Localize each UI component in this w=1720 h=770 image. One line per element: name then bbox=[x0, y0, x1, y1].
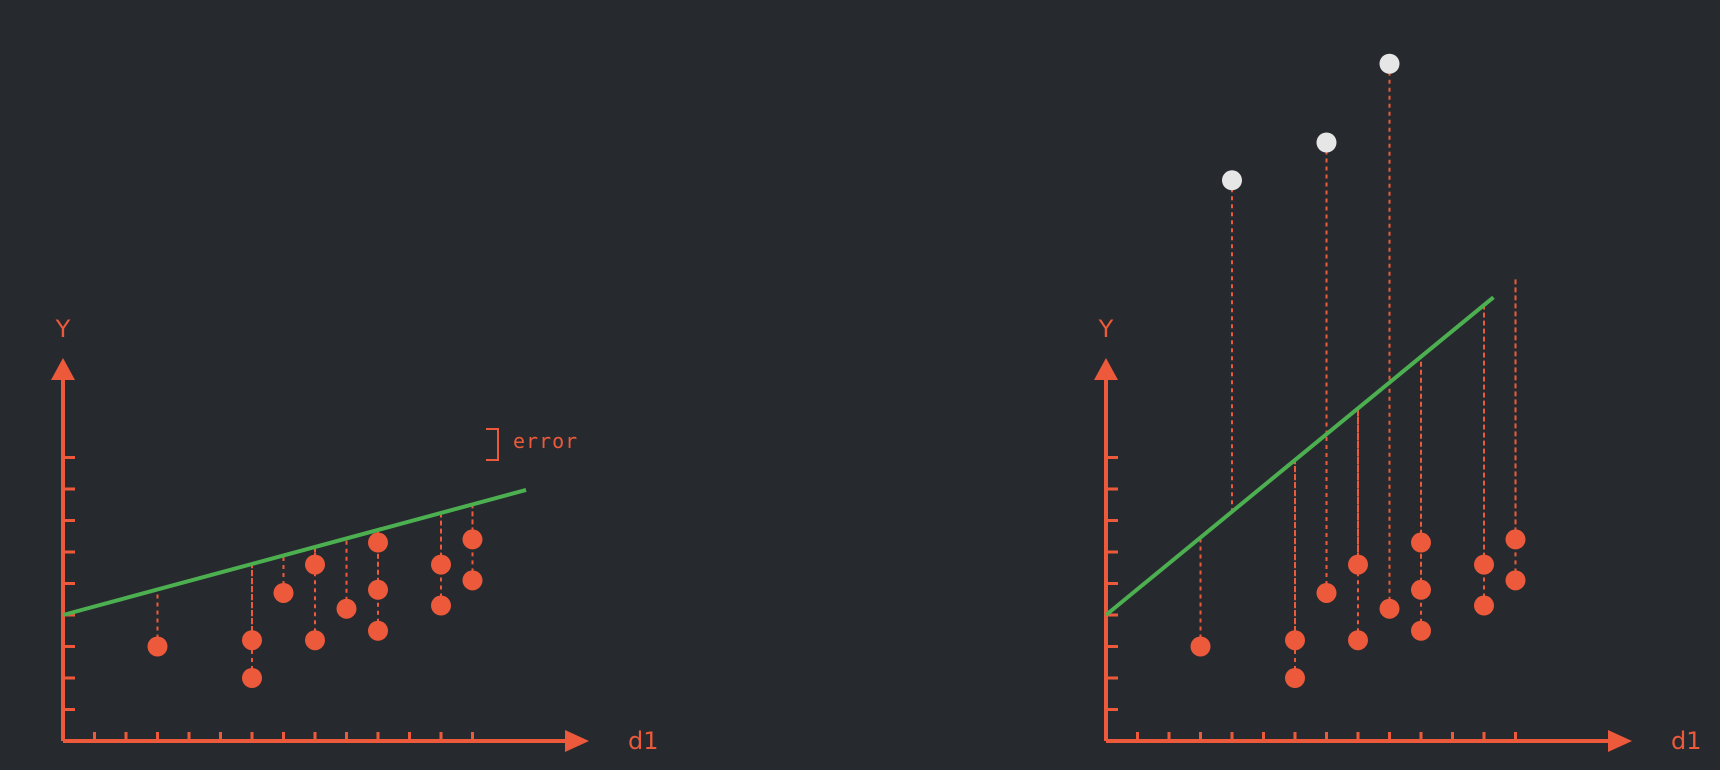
data-point bbox=[1316, 582, 1337, 603]
data-point bbox=[147, 636, 168, 657]
data-point bbox=[368, 620, 388, 641]
outlier-point bbox=[1316, 132, 1337, 153]
right-x-axis-label: d1 bbox=[1671, 727, 1702, 755]
right-y-axis-label: Y bbox=[1098, 315, 1114, 343]
left-axes bbox=[51, 358, 589, 752]
data-point bbox=[1190, 636, 1211, 657]
x-axis-arrow bbox=[1608, 730, 1632, 752]
error-bracket bbox=[486, 428, 499, 461]
data-point bbox=[1505, 570, 1526, 591]
data-point bbox=[1411, 532, 1431, 553]
data-point bbox=[462, 529, 483, 550]
data-point bbox=[368, 532, 388, 553]
data-point bbox=[273, 582, 294, 603]
data-point bbox=[1474, 595, 1494, 616]
data-point bbox=[1348, 630, 1368, 651]
data-point bbox=[336, 598, 357, 619]
left-x-axis-label: d1 bbox=[628, 727, 659, 755]
left-points bbox=[147, 529, 483, 688]
data-point bbox=[1348, 554, 1368, 575]
left-residuals bbox=[156, 504, 474, 678]
data-point bbox=[242, 668, 262, 688]
outlier-point bbox=[1379, 53, 1400, 74]
right-panel: Y d1 bbox=[1094, 53, 1702, 755]
x-axis-arrow bbox=[565, 730, 589, 752]
data-point bbox=[242, 630, 262, 651]
right-axes bbox=[1094, 358, 1632, 752]
left-y-axis-label: Y bbox=[55, 315, 71, 343]
y-axis-arrow bbox=[51, 358, 75, 380]
data-point bbox=[1285, 630, 1305, 651]
data-point bbox=[1379, 598, 1400, 619]
data-point bbox=[305, 630, 325, 651]
left-panel: Y d1 error bbox=[51, 315, 659, 755]
right-fit-line bbox=[1104, 295, 1495, 617]
left-fit-line bbox=[62, 488, 527, 617]
data-point bbox=[305, 554, 325, 575]
data-point bbox=[431, 554, 451, 575]
y-axis-arrow bbox=[1094, 358, 1118, 380]
right-points bbox=[1190, 53, 1526, 688]
outlier-point bbox=[1222, 170, 1242, 191]
error-annotation: error bbox=[513, 429, 578, 453]
data-point bbox=[462, 570, 483, 591]
data-point bbox=[1505, 529, 1526, 550]
data-point bbox=[1411, 579, 1431, 600]
data-point bbox=[368, 579, 388, 600]
data-point bbox=[431, 595, 451, 616]
data-point bbox=[1285, 668, 1305, 688]
data-point bbox=[1411, 620, 1431, 641]
right-residuals bbox=[1199, 63, 1517, 678]
data-point bbox=[1474, 554, 1494, 575]
